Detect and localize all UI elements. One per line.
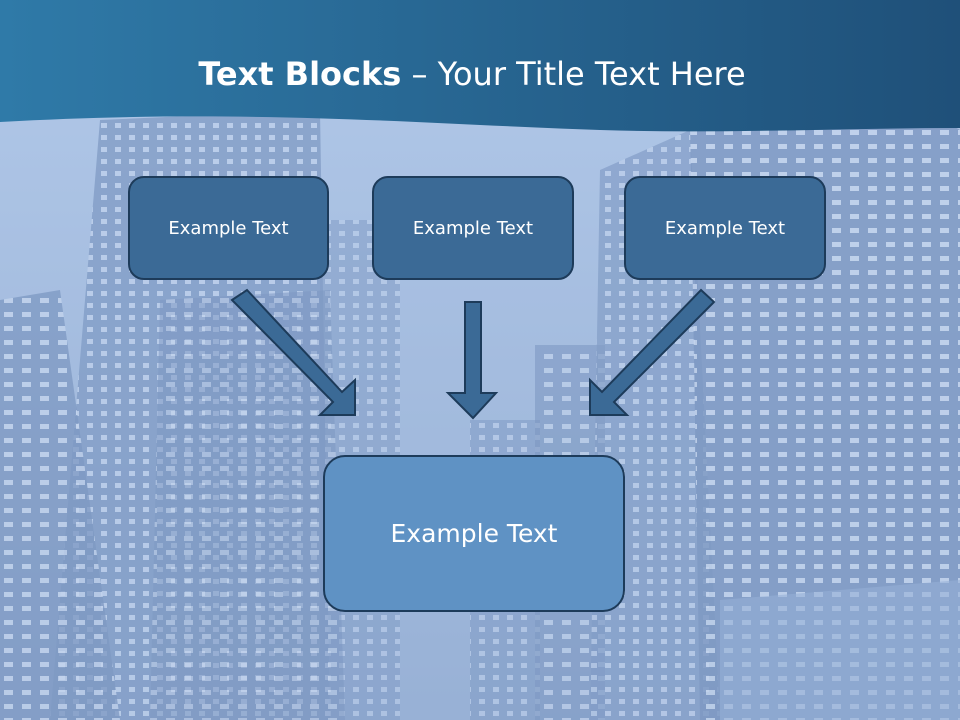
text-block-left-label: Example Text — [168, 217, 289, 239]
title-dash: – — [401, 55, 438, 93]
title-bold: Text Blocks — [198, 55, 402, 93]
text-block-left[interactable]: Example Text — [128, 176, 329, 280]
text-block-center[interactable]: Example Text — [372, 176, 574, 280]
text-block-bottom[interactable]: Example Text — [323, 455, 625, 612]
text-block-bottom-label: Example Text — [390, 519, 558, 548]
text-block-right-label: Example Text — [664, 217, 786, 239]
slide-title: Text Blocks – Your Title Text Here — [0, 52, 944, 96]
text-block-right[interactable]: Example Text — [624, 176, 826, 280]
text-block-center-label: Example Text — [412, 217, 534, 239]
title-rest: Your Title Text Here — [437, 55, 746, 93]
